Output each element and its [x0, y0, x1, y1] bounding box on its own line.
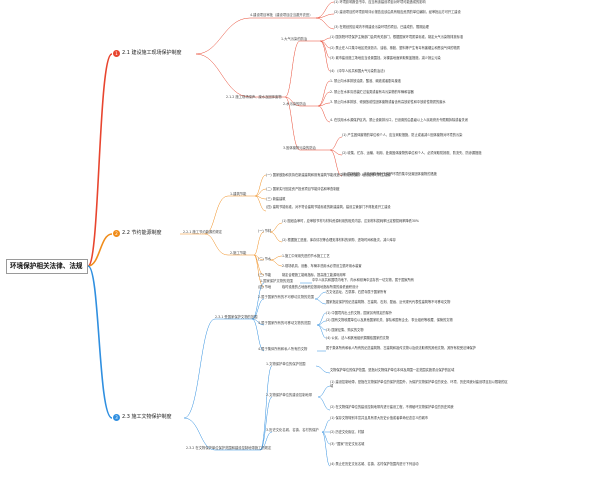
leaf-b1-top-b: (2) 建设项目的环境影响评价报告应该由具有相应资质的单位编制，经审批后方可开工… — [334, 10, 461, 14]
leaf-b1-water-a: 1. 禁止向水体排放油类、酸液、碱液或者剧毒废液 — [330, 79, 401, 83]
leaf-b3-s2-b: (2) 在文物保护单位的建设控制地带内进行建设工程，不得破坏文物保护单位的历史风… — [330, 405, 454, 409]
node-b2-n1[interactable]: 2.2.1 施工节约能源的规定 — [183, 230, 223, 234]
leaf-b1-top-c: (3) 在规划的区域内不得建设污染环境的项目，已建成的，限期治理 — [334, 25, 429, 29]
leaf-b2-build-b: (二) 国家实行固定资产投资项目节能评估和审查制度 — [266, 187, 340, 191]
connector-root-branch2 — [87, 233, 113, 267]
node-b3-r1[interactable]: 1.国家保护文物的范围 — [260, 279, 293, 283]
node-b2-site[interactable]: 2.施工节能 — [230, 251, 247, 255]
leaf-b2-site-a1: (1) 图纸会审时，应审核节材与材料资源利用的相关内容，达到材料损耗率比定额损耗… — [282, 219, 419, 223]
leaf-b2-site-d: (四) 节地 — [258, 285, 272, 289]
leaf-b2-site-d1: 临时设施的占地面积应按用地指标所需的最低面积设计 — [282, 285, 359, 289]
connector-b1-n2 — [195, 53, 251, 98]
leaf-b3-r3-d: (4) 公民、法人和其他组织捐赠给国家的文物 — [326, 336, 389, 340]
node-b1-water[interactable]: 2.水污染的防治 — [283, 102, 306, 106]
branch-label: 2.1 建设施工现场保护制度 — [122, 50, 182, 56]
leaf-b1-air-d: (4) 《中华人民共和国大气污染防治法》 — [330, 69, 387, 73]
leaf-b3-r1-a: 中华人民共和国境内地下、内水和领海中遗存的一切文物，属于国家所有 — [312, 278, 414, 282]
leaf-b3-s2-a: (1) 建设控制地带，是指在文物保护单位的保护范围外，为保护文物保护单位的安全、… — [330, 380, 508, 389]
leaf-b1-waste-b: (2) 收集、贮存、运输、利用、处置固体废物的单位和个人，必须采取防扬散、防流失… — [342, 151, 482, 155]
node-b3-n1[interactable]: 2.3.1 受国家保护文物的范围 — [215, 315, 258, 319]
branch-number-badge: 1 — [113, 50, 120, 57]
leaf-b2-build-d: (四) 建筑节能标准，对不符合建筑节能标准的新建建筑，建设主管部门不得批准开工建… — [266, 205, 391, 209]
node-b1-waste[interactable]: 3.固体废物污染的防治 — [283, 146, 316, 150]
leaf-b3-s3-b: (2) 历史文化街区、村镇 — [330, 430, 365, 434]
branch-number-badge: 2 — [113, 230, 120, 237]
leaf-b2-site-b1: 1.施工中采用先进的节水施工工艺 — [282, 254, 330, 258]
leaf-b3-s3-c: (3) “国家”历史文化名城 — [330, 442, 365, 446]
node-b3-s1[interactable]: 1.文物保护单位的保护范围 — [266, 362, 306, 366]
leaf-b2-site-b: (二) 节水 — [258, 257, 272, 261]
leaf-b2-site-b2: 2.现场机具、设备、车辆冲洗用水必须设立循环用水装置 — [282, 264, 362, 268]
leaf-b3-s1-a: 文物保护单位的保护范围，是指对文物保护单位本体及周围一定范围实施重点保护的区域 — [330, 368, 455, 372]
branch-label: 2.2 节约能源制度 — [122, 230, 162, 236]
leaf-b2-site-a2: (2) 根据施工进度、库存情况等合理安排材料的采购、进场时间和批次，减少库存 — [282, 238, 396, 242]
branch-number-badge: 3 — [113, 414, 120, 421]
leaf-b1-waste-c: (3) 国家鼓励、支持采取有利于保护环境的集中处置固体废物的措施 — [342, 172, 437, 176]
leaf-b2-site-c: (三) 节能 — [258, 273, 272, 277]
root-topic[interactable]: 环境保护相关法律、法规 — [6, 259, 88, 274]
node-b1-air[interactable]: 1.大气污染的防治 — [281, 37, 308, 41]
leaf-b3-s3-a: (1) 保存文物特别丰富并且具有重大历史价值或者革命纪念意义的城市 — [330, 416, 428, 420]
node-b3-r2[interactable]: 2.属于国家所有的不可移动文物的范围 — [258, 295, 314, 299]
leaf-b3-s3-d: (4) 禁止在历史文化名城、名镇、名村保护范围内进行下列活动 — [330, 462, 419, 466]
node-b3-n2[interactable]: 2.3.2 在文物保护单位保护范围和建设控制地带施工的规定 — [186, 446, 272, 450]
leaf-b2-build-a: (一) 国家鼓励和扶持在新建建筑和既有建筑节能改造中采用太阳能、地热能等可再生能… — [266, 173, 391, 177]
node-b2-build[interactable]: 1.建筑节能 — [230, 192, 247, 196]
node-b3-s3[interactable]: 3.历史文化名城、名镇、名村的保护 — [266, 428, 319, 432]
leaf-b2-build-c: (三) 新建建筑 — [266, 197, 286, 201]
leaf-b1-water-b: 2. 禁止在水体清洗装贮过油类或者有毒污染物的车辆和容器 — [330, 90, 414, 94]
leaf-b1-air-a: (1) 国务院环境保护主管部门会同有关部门，根据国家环境质量标准，制定大气污染物… — [330, 35, 464, 39]
leaf-b3-r3-a: (1) 中国境内出土的文物，国家另有规定的除外 — [326, 311, 393, 315]
leaf-b3-r3-b: (2) 国有文物收藏单位以及其他国家机关、部队和国有企业、事业组织等收藏、保管的… — [326, 318, 453, 322]
node-b3-s2[interactable]: 2.文物保护单位的建设控制地带 — [266, 393, 313, 397]
node-b1-n1[interactable]: 4.建设项目审批（建设项目应当避开农田） — [250, 13, 313, 17]
connector-root-branch3 — [87, 265, 113, 419]
leaf-b3-r4-a: 属于集体所有和私人所有的纪念建筑物、古建筑和祖传文物以及依法取得的其他文物，其所… — [326, 346, 476, 350]
leaf-b1-water-d: 4. 在饮用水水源保护区内，禁止设置排污口，已设置的由县级以上人民政府责令限期拆… — [330, 118, 468, 122]
leaf-b1-waste-a: (1) 产生固体废物的单位和个人，应当采取措施，防止或者减少固体废物对环境的污染 — [342, 133, 463, 137]
leaf-b3-r3-c: (3) 国家征集、购买的文物 — [326, 328, 364, 332]
leaf-b3-r2-b: 国家指定保护的纪念建筑物、古建筑、石刻、壁画、近代现代代表性建筑等不可移动文物 — [326, 300, 451, 304]
leaf-b1-water-c: 3. 禁止向水体排放、倾倒放射性固体废物或者含有高放射性和中放射性物质的废水 — [330, 100, 446, 104]
node-b3-r4[interactable]: 4.属于集体所有和私人所有的文物 — [258, 347, 308, 351]
branch-label: 2.3 施工文物保护制度 — [122, 414, 172, 420]
leaf-b1-top-a: (1) 环境影响报告书中，应当有该建设项目对环境可能造成的影响 — [334, 0, 426, 4]
node-b3-r3[interactable]: 3.属于国家所有的可移动文物的范围 — [258, 321, 311, 325]
leaf-b2-site-c1: 制定合理施工能耗指标，提高施工能源利用率 — [282, 273, 346, 277]
leaf-b2-site-a: (一) 节材 — [258, 229, 272, 233]
node-b1-n2[interactable]: 2.1.2 施工现场噪声、废水及固体废物 — [226, 95, 282, 99]
leaf-b1-air-b: (2) 禁止在人口集中地区焚烧沥青、油毡、橡胶、塑料等产生有毒有害烟尘和恶臭气体… — [330, 46, 460, 50]
connector-b1-n1 — [195, 17, 251, 55]
leaf-b3-r2-a: 古文化遗址、古墓葬、石窟寺属于国家所有 — [326, 290, 387, 294]
connector-root-branch1 — [87, 53, 113, 267]
leaf-b1-air-c: (3) 城市建设施工场地应当设置围挡，对裸露地面采取覆盖措施，减少扬尘污染 — [330, 56, 441, 60]
